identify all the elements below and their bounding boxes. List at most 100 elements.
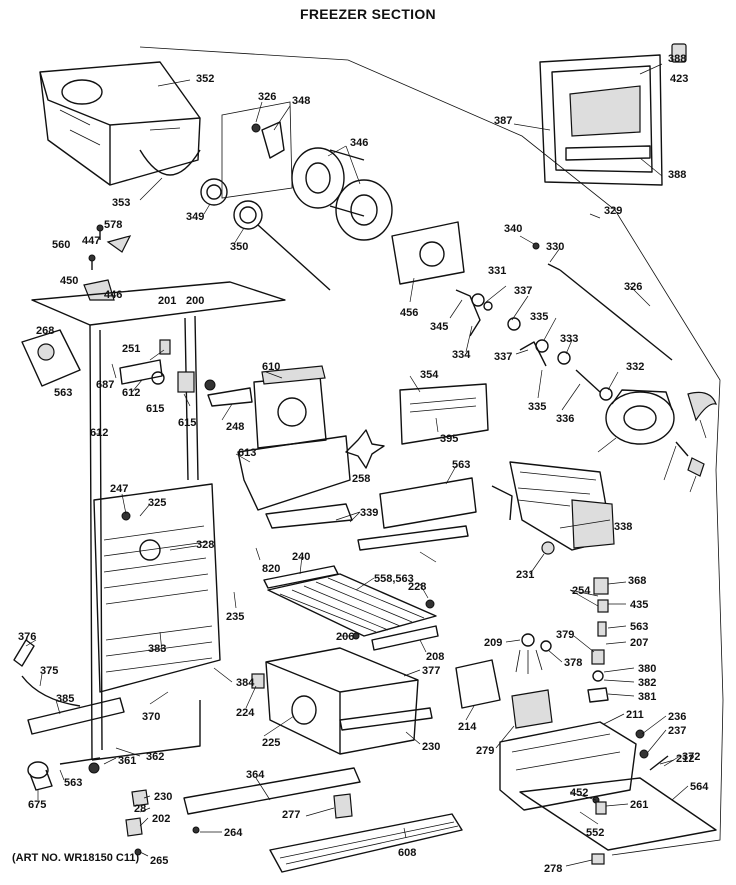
callout-352: 352 [196,73,214,85]
water-valve-parts [455,541,609,729]
callout-346: 346 [350,137,368,149]
callout-560: 560 [52,239,70,251]
callout-350: 350 [230,241,248,253]
section-boundary-right [139,46,724,856]
callout-212: 212 [676,753,694,765]
callout-379: 379 [556,629,574,641]
art-number: (ART NO. WR18150 C11) [12,852,140,864]
ice-maker [491,461,615,551]
callout-383: 383 [148,643,166,655]
callout-368: 368 [628,575,646,587]
callout-225: 225 [262,737,280,749]
callout-328: 328 [196,539,214,551]
defrost-heater [13,639,81,707]
switch-bracket [119,339,216,393]
callout-231: 231 [516,569,534,581]
callout-615a: 615 [146,403,164,415]
callout-446: 446 [104,289,122,301]
fan-shroud [207,365,353,529]
callout-326b: 326 [624,281,642,293]
callout-354: 354 [420,369,439,381]
callout-563a: 563 [54,387,72,399]
callout-362: 362 [146,751,164,763]
evaporator [93,483,221,693]
callout-435: 435 [630,599,648,611]
callout-365: 365 [0,0,18,3]
callout-200: 200 [186,295,204,307]
callout-264: 264 [224,827,243,839]
callout-372: 372 [682,751,700,763]
callout-564: 564 [690,781,709,793]
callout-206: 206 [336,631,354,643]
callout-575: 575 [0,0,18,3]
callout-337a: 337 [514,285,532,297]
callout-450: 450 [60,275,78,287]
callout-236: 236 [668,711,686,723]
drain-trough [27,697,125,735]
callout-326: 326 [258,91,276,103]
callout-558-563: 558,563 [374,573,414,585]
callout-247: 247 [110,483,128,495]
callout-325: 325 [148,497,166,509]
light-socket [21,329,81,387]
callout-615b: 615 [178,417,196,429]
callout-353: 353 [112,197,130,209]
callout-331: 331 [488,265,506,277]
callout-456: 456 [400,307,418,319]
callout-251: 251 [122,343,140,355]
callout-209: 209 [484,637,502,649]
callout-384: 384 [236,677,255,689]
callout-610: 610 [262,361,280,373]
callout-385: 385 [56,693,74,705]
callout-258: 258 [352,473,370,485]
callout-201: 201 [158,295,176,307]
housing-assembly [499,721,717,865]
callout-382: 382 [638,677,656,689]
auger-assembly [200,101,393,291]
callout-333: 333 [560,333,578,345]
lower-parts [27,757,463,873]
callout-452: 452 [570,787,588,799]
callout-237: 237 [668,725,686,737]
wire-shelf [263,565,439,651]
callout-364: 364 [246,769,265,781]
callout-336: 336 [556,413,574,425]
callout-380: 380 [638,663,656,675]
callout-335a: 335 [530,311,548,323]
ice-bucket [39,61,201,186]
leader-lines [25,63,707,867]
callout-613: 613 [238,447,256,459]
callout-340: 340 [504,223,522,235]
callout-348: 348 [292,95,310,107]
fan-blade [345,429,385,469]
callout-278: 278 [544,863,562,875]
callout-687: 687 [96,379,114,391]
callout-375: 375 [40,665,58,677]
callout-377: 377 [422,665,440,677]
callout-337b: 337 [494,351,512,363]
callout-254: 254 [572,585,591,597]
freezer-basket [251,647,433,755]
callout-329: 329 [604,205,622,217]
callout-349: 349 [186,211,204,223]
callout-235: 235 [226,611,244,623]
callout-376: 376 [18,631,36,643]
callout-230b: 230 [154,791,172,803]
diagram-title: FREEZER SECTION [300,6,436,22]
callout-248: 248 [226,421,244,433]
callout-334: 334 [452,349,471,361]
callout-447: 447 [82,235,100,247]
callout-675: 675 [28,799,46,811]
dispenser-door [539,43,687,186]
callout-387: 387 [494,115,512,127]
callout-423: 423 [670,73,688,85]
callout-208: 208 [426,651,444,663]
callout-395: 395 [440,433,458,445]
callout-563c: 563 [630,621,648,633]
callout-608: 608 [398,847,416,859]
callout-612a: 612 [122,387,140,399]
callout-361: 361 [118,755,136,767]
callout-563b: 563 [452,459,470,471]
